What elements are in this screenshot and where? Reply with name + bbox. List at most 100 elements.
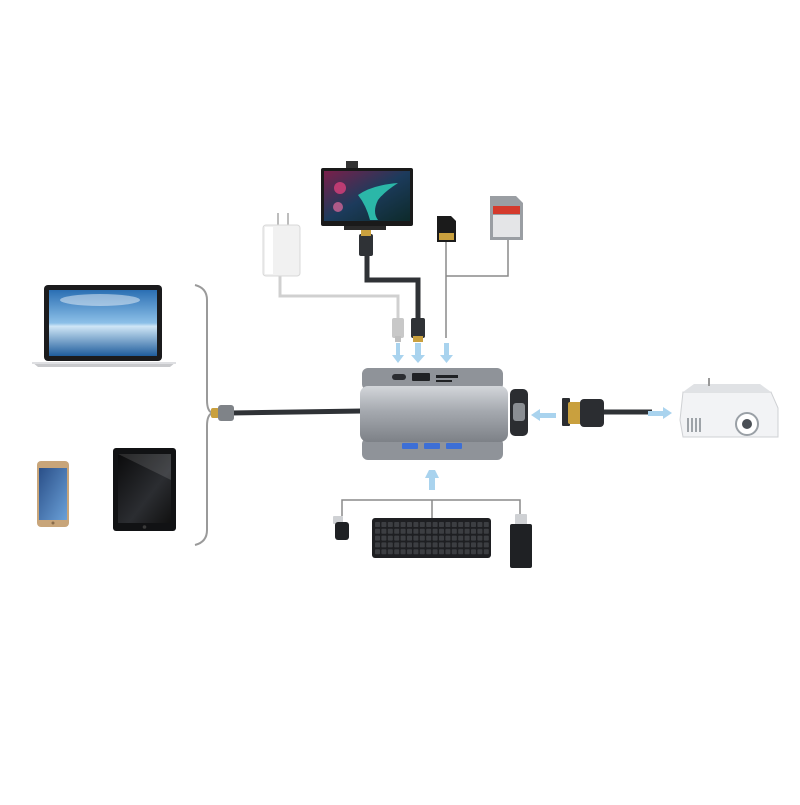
keyboard-key	[426, 549, 432, 555]
projector-icon	[679, 378, 779, 438]
keyboard-key	[381, 535, 387, 541]
hdmi-port	[412, 373, 430, 381]
wireless-receiver-icon	[333, 516, 349, 540]
keyboard-key	[439, 535, 444, 541]
keyboard-key	[400, 528, 406, 534]
keyboard-key	[445, 535, 451, 541]
keyboard-key	[407, 528, 412, 534]
keyboard-key	[426, 542, 432, 548]
keyboard-key	[445, 522, 451, 527]
keyboard-key	[445, 549, 451, 555]
keyboard-key	[458, 528, 464, 534]
keyboard-key	[451, 542, 457, 548]
arrow-projector-right	[648, 407, 672, 419]
arrow-hdmi-down	[411, 343, 425, 363]
power-plug-icon	[392, 318, 404, 342]
arrow-vga-left	[531, 409, 556, 421]
keyboard-key	[375, 528, 380, 534]
keyboard-key	[381, 528, 387, 534]
keyboard-key	[394, 535, 400, 541]
keyboard-key	[381, 549, 387, 555]
keyboard-key	[400, 542, 406, 548]
keyboard-key	[477, 535, 483, 541]
keyboard-key	[483, 542, 489, 548]
keyboard-key	[375, 522, 380, 527]
keyboard-icon	[372, 518, 491, 558]
keyboard-key	[483, 535, 489, 541]
usb-c-host-cable	[229, 408, 363, 416]
keyboard-key	[394, 542, 400, 548]
keyboard-key	[407, 522, 412, 527]
keyboard-key	[426, 535, 432, 541]
hdmi-cable	[364, 256, 421, 318]
keyboard-key	[407, 535, 412, 541]
hdmi-plug-icon	[411, 318, 425, 342]
keyboard-key	[387, 528, 393, 534]
flow-arrows	[392, 343, 672, 490]
keyboard-key	[419, 549, 425, 555]
keyboard-key	[471, 528, 476, 534]
keyboard-key	[458, 542, 464, 548]
usb-a-port-2	[424, 443, 440, 449]
hdmi-monitor-icon	[321, 161, 413, 230]
keyboard-key	[458, 549, 464, 555]
keyboard-key	[419, 528, 425, 534]
usb-peripherals-line	[341, 499, 521, 518]
keyboard-key	[483, 549, 489, 555]
keyboard-key	[439, 522, 444, 527]
keyboard-key	[394, 549, 400, 555]
smartphone-icon	[37, 461, 69, 527]
keyboard-key	[426, 528, 432, 534]
keyboard-key	[413, 542, 419, 548]
keyboard-key	[439, 528, 444, 534]
keyboard-key	[387, 522, 393, 527]
keyboard-key	[458, 522, 464, 527]
keyboard-key	[471, 542, 476, 548]
keyboard-key	[451, 522, 457, 527]
keyboard-key	[471, 522, 476, 527]
keyboard-key	[375, 542, 380, 548]
source-devices-bracket	[194, 284, 214, 546]
usb-a-port-1	[402, 443, 418, 449]
keyboard-key	[471, 535, 476, 541]
keyboard-key	[464, 535, 470, 541]
keyboard-key	[400, 522, 406, 527]
vga-connector-icon	[562, 398, 604, 427]
keyboard-key	[483, 522, 489, 527]
keyboard-key	[483, 528, 489, 534]
usb-c-hub-icon	[360, 368, 528, 460]
arrow-card-down	[440, 343, 453, 363]
keyboard-key	[413, 528, 419, 534]
power-cable	[278, 276, 400, 318]
keyboard-key	[464, 549, 470, 555]
keyboard-key	[394, 528, 400, 534]
keyboard-key	[381, 542, 387, 548]
keyboard-key	[387, 542, 393, 548]
laptop-icon	[32, 285, 176, 367]
keyboard-key	[432, 542, 438, 548]
usb-flash-drive-icon	[510, 514, 532, 568]
arrow-usb-up	[425, 470, 439, 490]
keyboard-key	[451, 535, 457, 541]
sd-card-slot	[436, 375, 458, 378]
usb-c-plug-icon	[211, 405, 234, 421]
keyboard-key	[439, 542, 444, 548]
keyboard-key	[432, 535, 438, 541]
keyboard-key	[458, 535, 464, 541]
sd-card-icon	[490, 196, 523, 240]
keyboard-key	[381, 522, 387, 527]
usb-c-power-port	[392, 374, 406, 380]
keyboard-key	[464, 522, 470, 527]
arrow-power-down	[392, 343, 404, 363]
keyboard-key	[477, 542, 483, 548]
keyboard-key	[413, 549, 419, 555]
keyboard-key	[407, 542, 412, 548]
keyboard-key	[432, 528, 438, 534]
keyboard-key	[375, 549, 380, 555]
keyboard-key	[419, 535, 425, 541]
tf-card-slot	[436, 380, 452, 382]
keyboard-key	[400, 535, 406, 541]
keyboard-key	[426, 522, 432, 527]
hdmi-cable-head-icon	[359, 230, 373, 256]
